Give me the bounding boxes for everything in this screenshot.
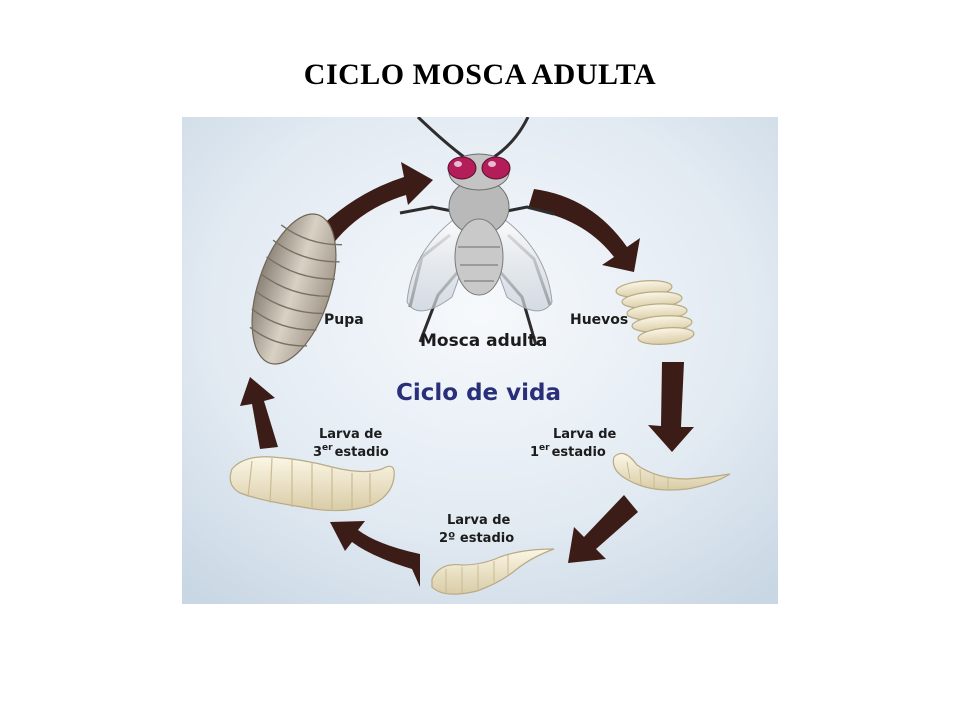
fly-eye-left [447,156,477,180]
life-cycle-diagram: Pupa Mosca adulta Huevos Ciclo de vida L… [182,117,778,604]
eggs-icon [615,280,695,345]
label-larva-1-sup: er [539,443,550,453]
cycle-arrows [240,162,694,587]
arrow-larva1-to-larva2 [568,495,638,563]
larva-1-icon [612,452,731,491]
center-label: Ciclo de vida [396,380,561,406]
arrow-pupa-to-adult [314,162,433,245]
label-larva-1-line1: Larva de [553,427,617,442]
label-larva-3-sup: er [322,443,333,453]
label-larva-1-num: 1 [530,445,539,460]
label-larva-3-line1: Larva de [319,427,383,442]
arrow-adult-to-eggs [528,189,640,272]
label-larva-1-rest: estadio [552,445,606,460]
label-larva-3-num: 3 [313,445,322,460]
label-pupa: Pupa [324,312,364,328]
arrow-larva3-to-pupa [240,377,278,449]
fly-icon [399,117,555,346]
larva-2-icon [431,548,555,595]
arrow-larva2-to-larva3 [330,521,420,587]
label-larva-2-line1: Larva de [447,513,511,528]
label-adult: Mosca adulta [420,331,547,351]
label-larva-3-rest: estadio [335,445,389,460]
page-title: CICLO MOSCA ADULTA [303,58,657,91]
label-larva-2-line2: 2º estadio [439,531,514,546]
larva-3-icon [229,456,395,512]
fly-eye-right [481,156,511,180]
label-eggs: Huevos [570,312,628,328]
arrow-eggs-to-larva1 [648,362,694,452]
pupa-icon [249,213,343,365]
